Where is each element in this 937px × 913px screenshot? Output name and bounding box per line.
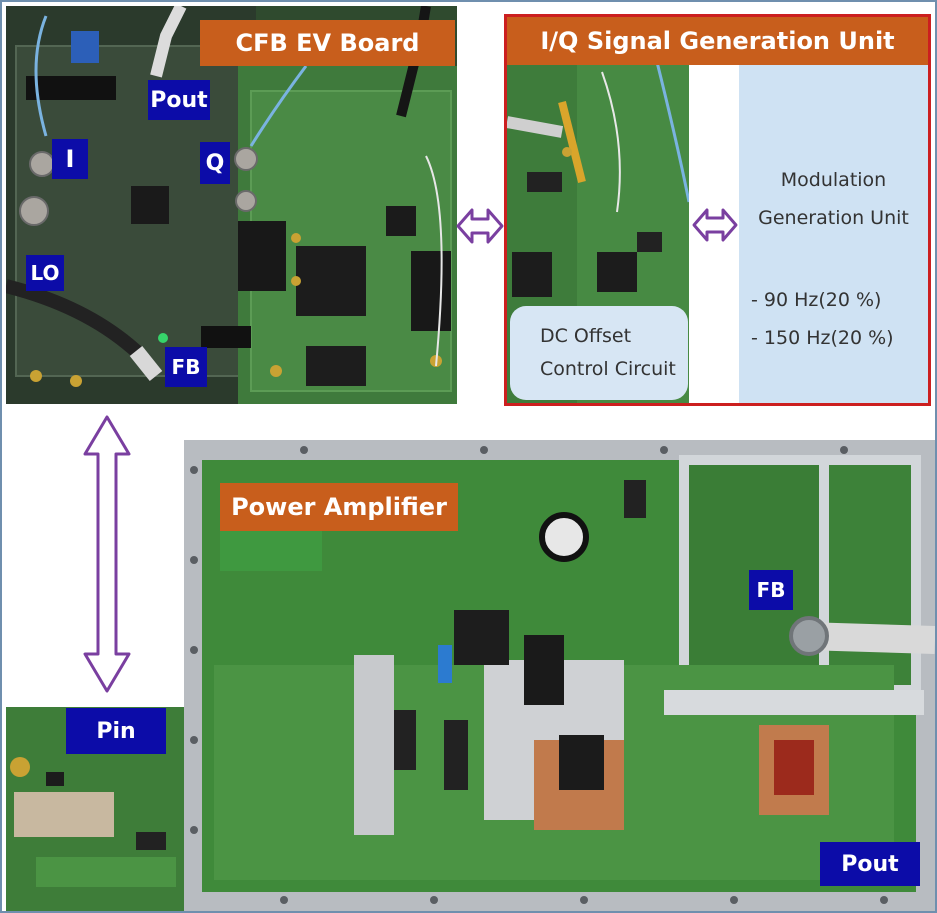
pa-label-pout: Pout [820, 842, 920, 886]
modulation-item-150hz: - 150 Hz(20 %) [751, 327, 894, 349]
dc-offset-line2: Control Circuit [540, 358, 676, 380]
power-amplifier-photo [184, 440, 935, 911]
cfb-label-fb: FB [165, 347, 207, 387]
power-amplifier-title: Power Amplifier [220, 483, 458, 531]
modulation-item-90hz: - 90 Hz(20 %) [751, 289, 882, 311]
iq-unit-title: I/Q Signal Generation Unit [507, 17, 928, 65]
double-arrow-cfb-iq [456, 208, 504, 244]
dc-offset-line1: DC Offset [540, 325, 632, 347]
pa-label-fb: FB [749, 570, 793, 610]
modulation-title-line2: Generation Unit [758, 207, 909, 229]
pa-title-shadow-band [220, 531, 322, 571]
double-arrow-cfb-pa [83, 415, 131, 693]
pa-label-pin: Pin [66, 708, 166, 754]
cfb-label-pout: Pout [148, 80, 210, 120]
cfb-label-q: Q [200, 142, 230, 184]
double-arrow-dc-modulation [692, 208, 738, 242]
modulation-generation-unit-panel: Modulation Generation Unit - 90 Hz(20 %)… [739, 65, 928, 403]
modulation-title-line1: Modulation [780, 169, 887, 191]
cfb-board-artwork [6, 6, 457, 404]
cfb-ev-board-photo [6, 6, 457, 404]
cfb-ev-board-title: CFB EV Board [200, 20, 455, 66]
cfb-label-i: I [52, 139, 88, 179]
dc-offset-control-circuit-box: DC Offset Control Circuit [510, 306, 688, 400]
cfb-label-lo: LO [26, 255, 64, 291]
